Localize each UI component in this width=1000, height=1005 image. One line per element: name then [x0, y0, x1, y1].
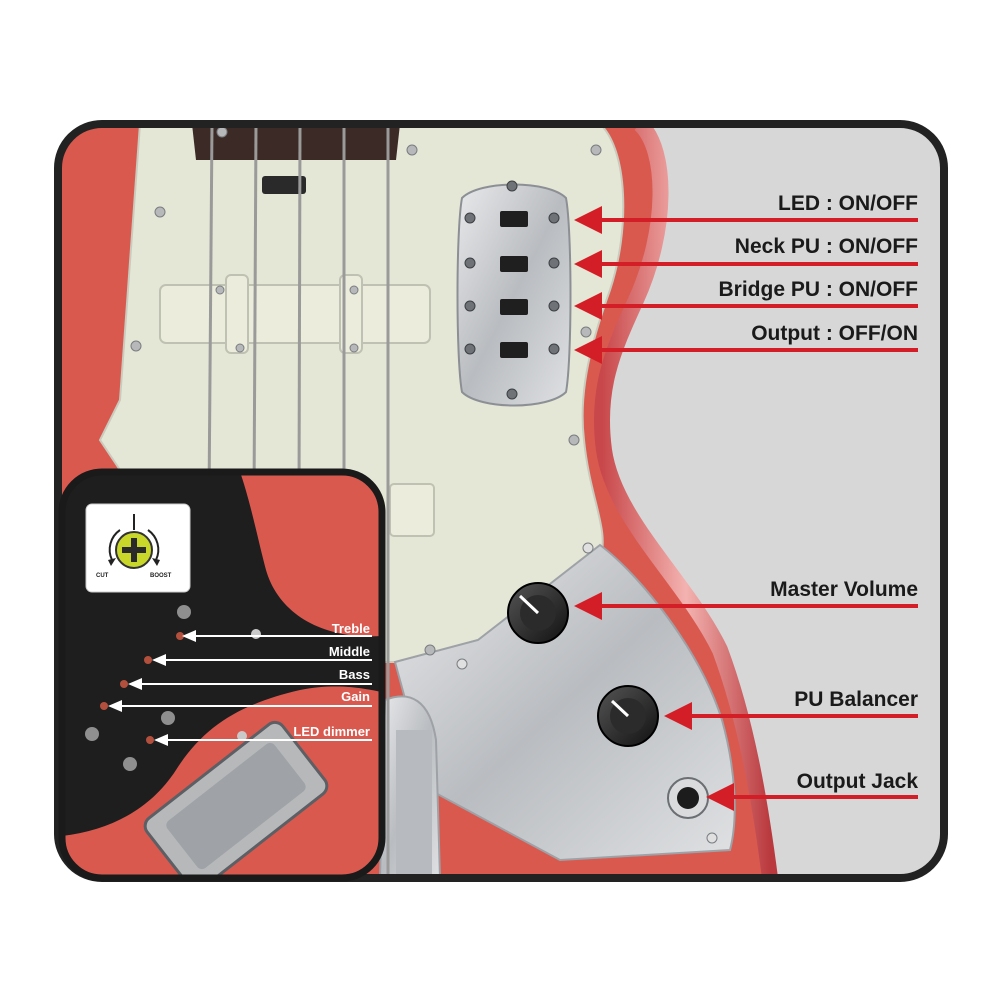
- callout-master-volume: Master Volume: [770, 578, 918, 601]
- pickguard-screws: [130, 126, 602, 656]
- callout-bridge-pu: Bridge PU : ON/OFF: [718, 278, 919, 301]
- bridge-saddles: [396, 730, 432, 878]
- neck-plate: [262, 176, 306, 194]
- callout-led: LED : ON/OFF: [778, 192, 918, 215]
- fretboard: [192, 124, 400, 160]
- inset-label-bass: Bass: [338, 667, 370, 682]
- callout-output-jack: Output Jack: [796, 770, 918, 793]
- inset-label-middle: Middle: [328, 644, 370, 659]
- boost-label: BOOST: [150, 573, 172, 579]
- master-volume-knob: [507, 582, 569, 644]
- control-plate-screws: [456, 542, 718, 844]
- cut-boost-knob-icon: [85, 503, 191, 593]
- switch-plate-screws: [464, 180, 560, 400]
- inset-frame-border: [58, 468, 386, 882]
- callout-pu-balancer: PU Balancer: [794, 688, 918, 711]
- main-frame-border: [54, 120, 948, 882]
- inset-pickup: [143, 720, 329, 878]
- neck-pickup-ear-left: [225, 274, 249, 354]
- output-jack: [667, 777, 709, 819]
- control-plate: [393, 543, 736, 862]
- pu-balancer-knob: [597, 685, 659, 747]
- inset-body-top: [150, 472, 382, 637]
- callout-arrows: [574, 206, 918, 811]
- bridge-pickup: [389, 483, 435, 537]
- switch-toggles: [500, 211, 528, 358]
- callout-output: Output : OFF/ON: [751, 322, 918, 345]
- inset-label-gain: Gain: [341, 689, 370, 704]
- cut-label: CUT: [96, 573, 109, 579]
- body-edge-highlight: [593, 124, 778, 878]
- switch-plate: [456, 183, 572, 407]
- inset-label-treble: Treble: [331, 621, 370, 636]
- inset-label-led-dimmer: LED dimmer: [293, 724, 370, 739]
- callout-neck-pu: Neck PU : ON/OFF: [734, 235, 918, 258]
- inset-arrows: [108, 630, 372, 746]
